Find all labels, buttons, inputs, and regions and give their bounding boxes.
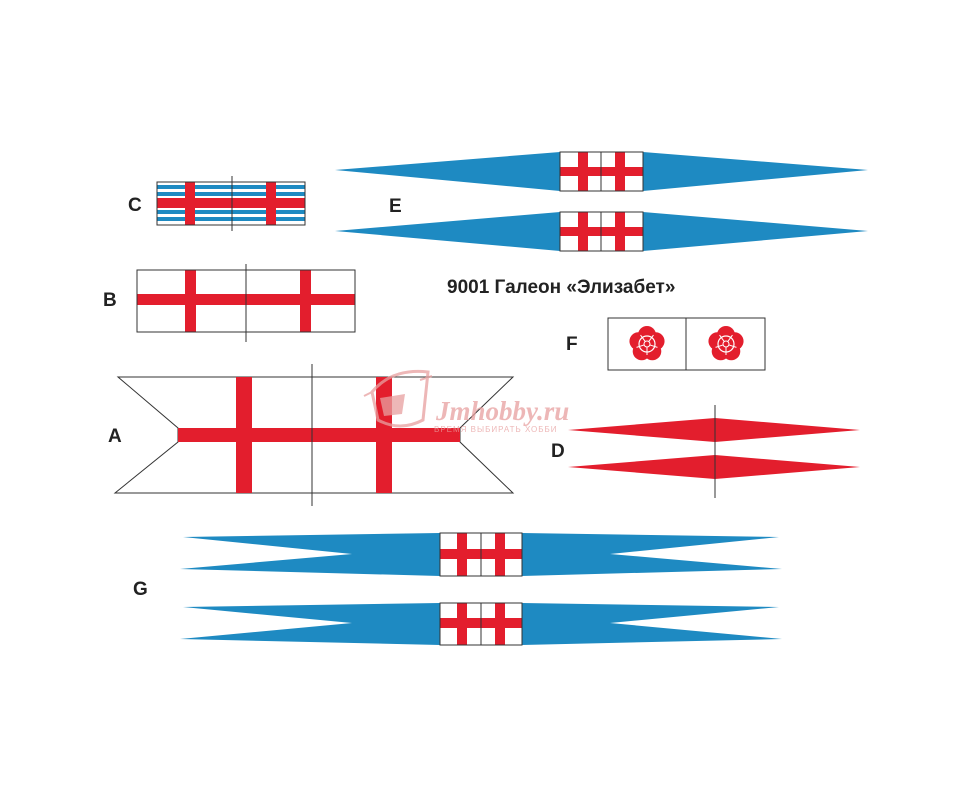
label-c: C [128,195,142,216]
tudor-rose-icon [708,326,744,361]
flag-g [180,532,782,646]
flag-c [156,176,306,231]
flag-f [607,317,766,371]
watermark: Jmhobby.ru ВРЕМЯ ВЫБИРАТЬ ХОББИ [363,369,569,434]
label-b: B [103,290,117,311]
flag-a [113,364,515,506]
shield-logo-icon [363,369,433,428]
flag-g-top-pennant [180,532,782,577]
label-f: F [566,334,578,355]
tudor-rose-icon [629,326,665,361]
flag-e-top-pennant [335,151,868,192]
label-g: G [133,579,148,600]
sheet-title: 9001 Галеон «Элизабет» [447,277,675,298]
label-d: D [551,441,565,462]
flag-e [335,151,868,252]
flag-g-bottom-pennant [180,602,782,646]
flag-b [136,264,356,342]
watermark-brand: Jmhobby.ru [435,396,569,426]
flag-e-bottom-pennant [335,211,868,252]
label-a: A [108,426,122,447]
flag-d [568,405,860,498]
label-e: E [389,196,402,217]
watermark-tagline: ВРЕМЯ ВЫБИРАТЬ ХОББИ [434,425,558,434]
